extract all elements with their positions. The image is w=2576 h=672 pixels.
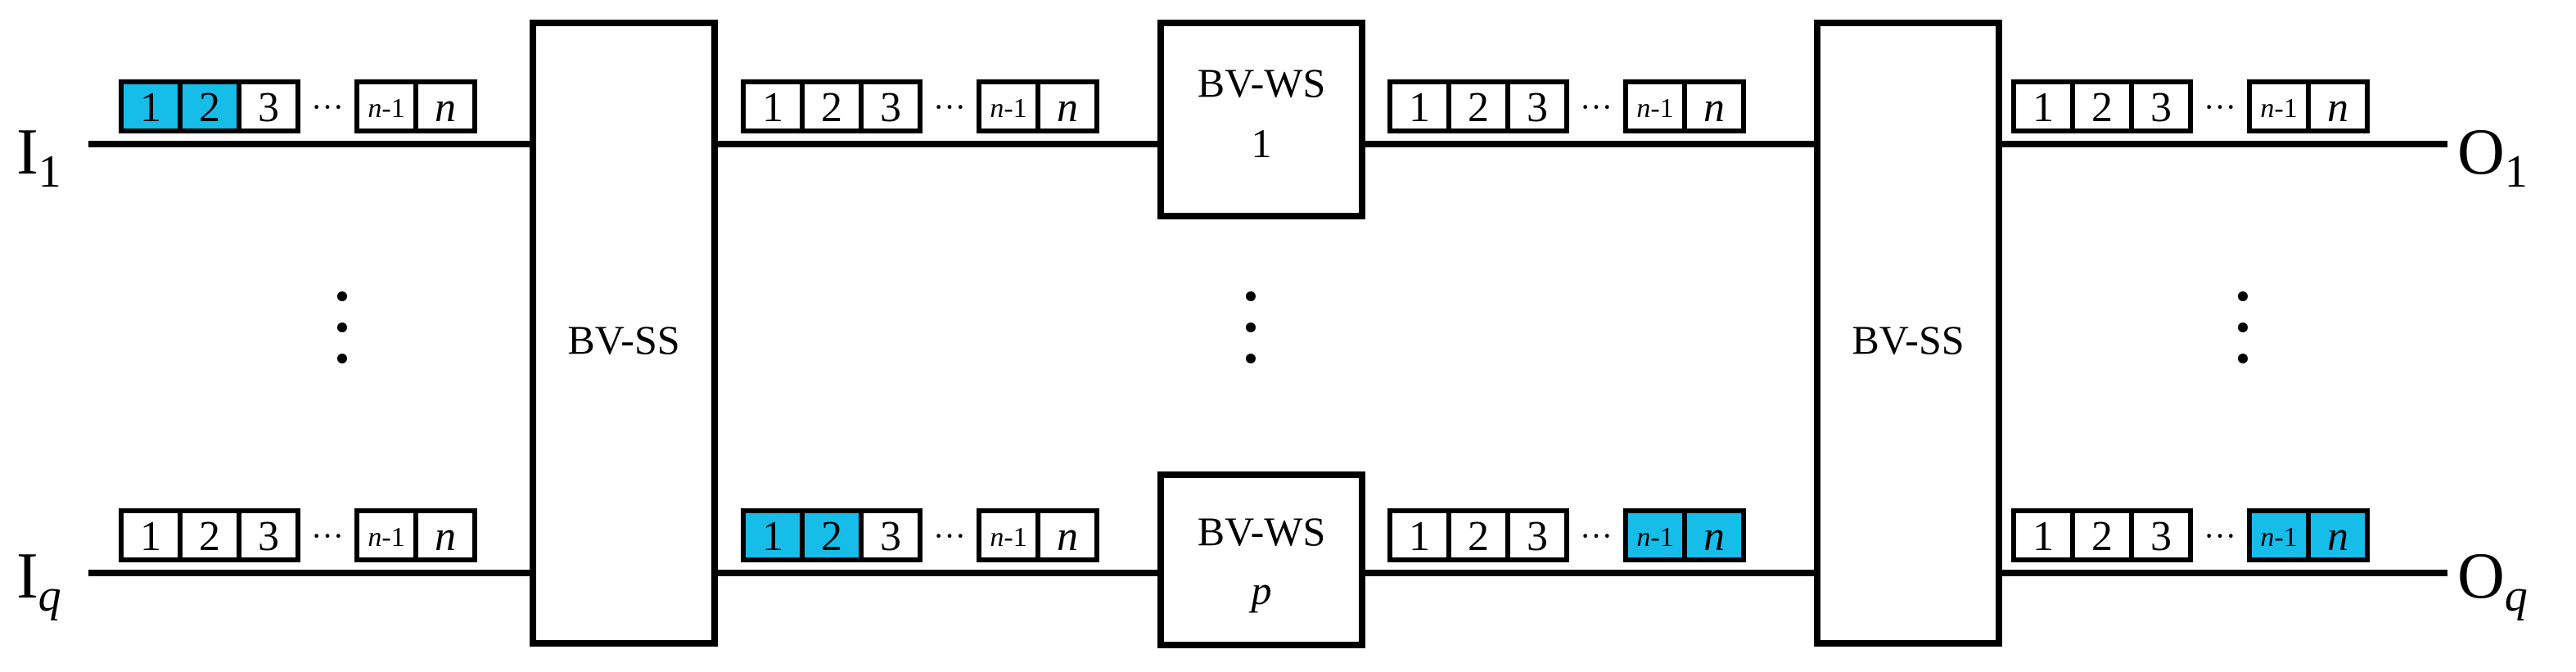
input-label-1: I1 bbox=[16, 116, 61, 197]
bv-ws-p-label-line2: p bbox=[1249, 567, 1272, 613]
slot-group-outline bbox=[1623, 508, 1746, 562]
slot-group-outline bbox=[119, 508, 300, 562]
slot-label: 3 bbox=[1527, 84, 1548, 131]
slot-label: 2 bbox=[2091, 84, 2113, 131]
slot-group-outline bbox=[741, 508, 923, 562]
slot-label: 3 bbox=[880, 84, 901, 131]
slot-group-outline bbox=[741, 79, 923, 133]
horizontal-ellipsis: ··· bbox=[1580, 517, 1613, 554]
slot-label: 1 bbox=[1409, 513, 1430, 560]
vertical-ellipsis-output bbox=[2238, 291, 2248, 363]
slot-group-outline bbox=[2011, 79, 2193, 133]
slot-group-outline bbox=[354, 508, 477, 562]
slot-label: 2 bbox=[821, 84, 842, 131]
slot-label: 2 bbox=[1468, 513, 1489, 560]
horizontal-ellipsis: ··· bbox=[933, 517, 966, 554]
slot-group-outline bbox=[119, 79, 300, 133]
bv-ss-label-left: BV-SS bbox=[567, 317, 679, 363]
slot-label: 1 bbox=[140, 513, 161, 560]
slot-group-outline bbox=[1387, 508, 1569, 562]
slot-label: n-1 bbox=[990, 93, 1026, 124]
slot-group-outline bbox=[977, 508, 1099, 562]
slot-group-outline bbox=[2011, 508, 2193, 562]
output-label-1: O1 bbox=[2457, 116, 2528, 197]
horizontal-ellipsis: ··· bbox=[2204, 88, 2236, 125]
slot-label: n bbox=[2327, 84, 2348, 131]
slot-label: 1 bbox=[1409, 84, 1430, 131]
horizontal-ellipsis: ··· bbox=[311, 88, 344, 125]
slot-label: n-1 bbox=[1636, 93, 1673, 124]
slot-label: 1 bbox=[762, 513, 783, 560]
slot-cell bbox=[2070, 79, 2134, 133]
slot-label: 1 bbox=[762, 84, 783, 131]
bv-ss-box-right bbox=[1814, 20, 2002, 647]
bv-ss-box-left bbox=[530, 20, 718, 647]
slot-cell bbox=[2247, 79, 2311, 133]
slot-label: n-1 bbox=[1636, 522, 1673, 552]
output-label-q: Oq bbox=[2457, 540, 2528, 621]
slot-label: 2 bbox=[2091, 513, 2113, 560]
slot-label: n bbox=[1057, 84, 1078, 131]
slot-label: n-1 bbox=[2260, 522, 2297, 552]
input-label-q: Iq bbox=[16, 540, 61, 621]
slot-label: 2 bbox=[199, 513, 220, 560]
slot-label: 3 bbox=[880, 513, 901, 560]
slot-group-outline bbox=[2247, 79, 2370, 133]
horizontal-ellipsis: ··· bbox=[311, 517, 344, 554]
slot-group-outline bbox=[354, 79, 477, 133]
horizontal-ellipsis: ··· bbox=[933, 88, 966, 125]
slot-label: 1 bbox=[140, 84, 161, 131]
slot-label: 1 bbox=[2032, 84, 2054, 131]
bv-ws-box-p bbox=[1157, 471, 1365, 648]
bv-ws-1-label-line1: BV-WS bbox=[1198, 60, 1326, 106]
slot-label: 2 bbox=[1468, 84, 1489, 131]
slot-label: n-1 bbox=[2260, 93, 2297, 124]
slot-group-outline bbox=[1387, 79, 1569, 133]
vertical-ellipsis-middle bbox=[1246, 291, 1256, 363]
slot-label: 2 bbox=[199, 84, 220, 131]
slot-label: 3 bbox=[2150, 84, 2172, 131]
bv-ws-p-label-line1: BV-WS bbox=[1198, 508, 1326, 554]
slot-label: n-1 bbox=[368, 522, 404, 552]
vertical-ellipsis-input bbox=[337, 291, 347, 363]
slot-label: n bbox=[435, 513, 456, 560]
slot-group-outline bbox=[977, 79, 1099, 133]
slot-label: n bbox=[1703, 84, 1725, 131]
bv-ws-box-1 bbox=[1157, 20, 1365, 219]
slot-group-outline bbox=[1623, 79, 1746, 133]
slot-label: 3 bbox=[1527, 513, 1548, 560]
slot-label: 3 bbox=[258, 513, 279, 560]
slot-label: n bbox=[2327, 513, 2348, 560]
slot-label: 1 bbox=[2032, 513, 2054, 560]
bv-ss-label-right: BV-SS bbox=[1852, 317, 1964, 363]
slot-label: n bbox=[1703, 513, 1725, 560]
slot-label: 3 bbox=[258, 84, 279, 131]
slot-label: 2 bbox=[821, 513, 842, 560]
bv-ws-1-label-line2: 1 bbox=[1252, 120, 1272, 166]
slot-label: n bbox=[1057, 513, 1078, 560]
horizontal-ellipsis: ··· bbox=[1580, 88, 1613, 125]
horizontal-ellipsis: ··· bbox=[2204, 517, 2236, 554]
slot-label: 3 bbox=[2150, 513, 2172, 560]
slot-group-outline bbox=[2247, 508, 2370, 562]
slot-label: n-1 bbox=[990, 522, 1026, 552]
slot-label: n-1 bbox=[368, 93, 404, 124]
slot-label: n bbox=[435, 84, 456, 131]
